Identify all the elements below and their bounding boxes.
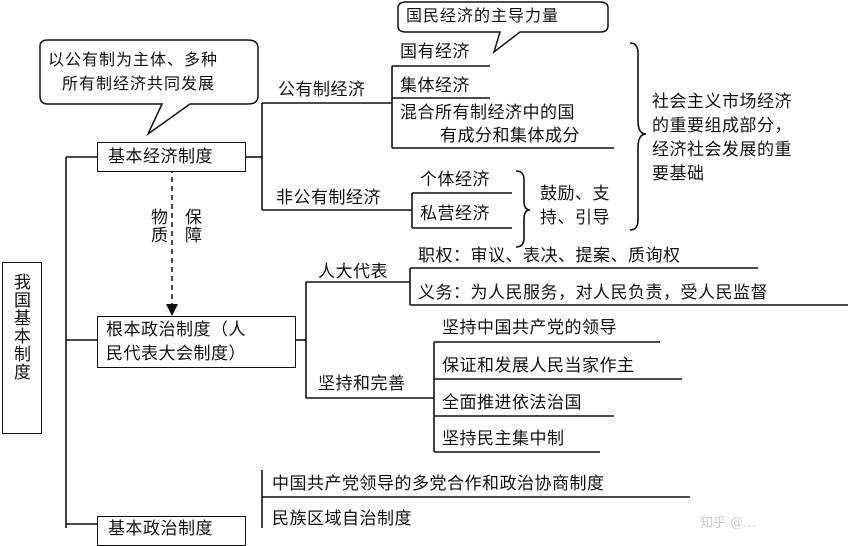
- uphold-item-party-leadership: 坚持中国共产党的领导: [442, 318, 617, 338]
- nonpublic-note-line-2: 持、引导: [540, 208, 610, 228]
- ownership-callout-line-2: 所有制经济共同发展: [62, 74, 216, 93]
- root-node: 我国基本制度: [2, 262, 42, 434]
- uphold-item-democratic-centralism: 坚持民主集中制: [442, 429, 565, 449]
- npc-deputy-duties: 义务：为人民服务，对人民负责，受人民监督: [418, 283, 768, 303]
- npc-deputy-label: 人大代表: [318, 262, 388, 282]
- basic-political-system-node: 基本政治制度: [97, 516, 246, 546]
- watermark: 知乎 @…: [700, 516, 757, 531]
- market-note-line-3: 经济社会发展的重: [652, 140, 792, 160]
- uphold-item-people-masters: 保证和发展人民当家作主: [442, 356, 635, 376]
- public-item-mixed-line-2: 有成分和集体成分: [440, 126, 580, 146]
- basic-political-item-ethnic-autonomy: 民族区域自治制度: [272, 509, 412, 529]
- nonpublic-note-line-1: 鼓励、支: [540, 184, 610, 204]
- fundamental-political-system-node: 根本政治制度（人 民代表大会制度）: [97, 316, 296, 368]
- root-label: 我国基本制度: [10, 273, 30, 381]
- fundamental-political-label-line-2: 民代表大会制度）: [106, 344, 246, 364]
- basic-political-system-label: 基本政治制度: [108, 519, 213, 539]
- public-ownership-label: 公有制经济: [278, 80, 366, 100]
- uphold-label: 坚持和完善: [318, 374, 406, 394]
- ownership-callout-line-1: 以公有制为主体、多种: [48, 50, 219, 69]
- market-note-line-1: 社会主义市场经济: [652, 92, 792, 112]
- guarantee-right-label: 保障: [181, 208, 201, 244]
- public-item-mixed-line-1: 混合所有制经济中的国: [400, 103, 575, 123]
- uphold-item-rule-of-law: 全面推进依法治国: [442, 393, 582, 413]
- state-economy-callout-bubble: [397, 1, 609, 55]
- basic-political-item-multiparty: 中国共产党领导的多党合作和政治协商制度: [272, 474, 605, 494]
- nonpublic-ownership-label: 非公有制经济: [276, 188, 381, 208]
- market-note-line-2: 的重要组成部分，: [652, 116, 792, 136]
- state-economy-callout: 国民经济的主导力量: [406, 6, 560, 25]
- basic-economic-system-node: 基本经济制度: [97, 142, 246, 172]
- nonpublic-item-individual: 个体经济: [420, 170, 490, 190]
- fundamental-political-label-line-1: 根本政治制度（人: [106, 320, 246, 340]
- guarantee-left-label: 物质: [147, 208, 167, 244]
- public-item-collective: 集体经济: [400, 76, 470, 96]
- ownership-callout-bubble: [39, 39, 259, 137]
- market-note-line-4: 要基础: [652, 164, 705, 184]
- connector-lines: [39, 1, 848, 528]
- basic-economic-system-label: 基本经济制度: [108, 147, 213, 167]
- public-item-state: 国有经济: [400, 42, 470, 62]
- nonpublic-item-private: 私营经济: [420, 204, 490, 224]
- npc-deputy-powers: 职权：审议、表决、提案、质询权: [418, 246, 681, 266]
- arrow-head-icon: [166, 304, 178, 316]
